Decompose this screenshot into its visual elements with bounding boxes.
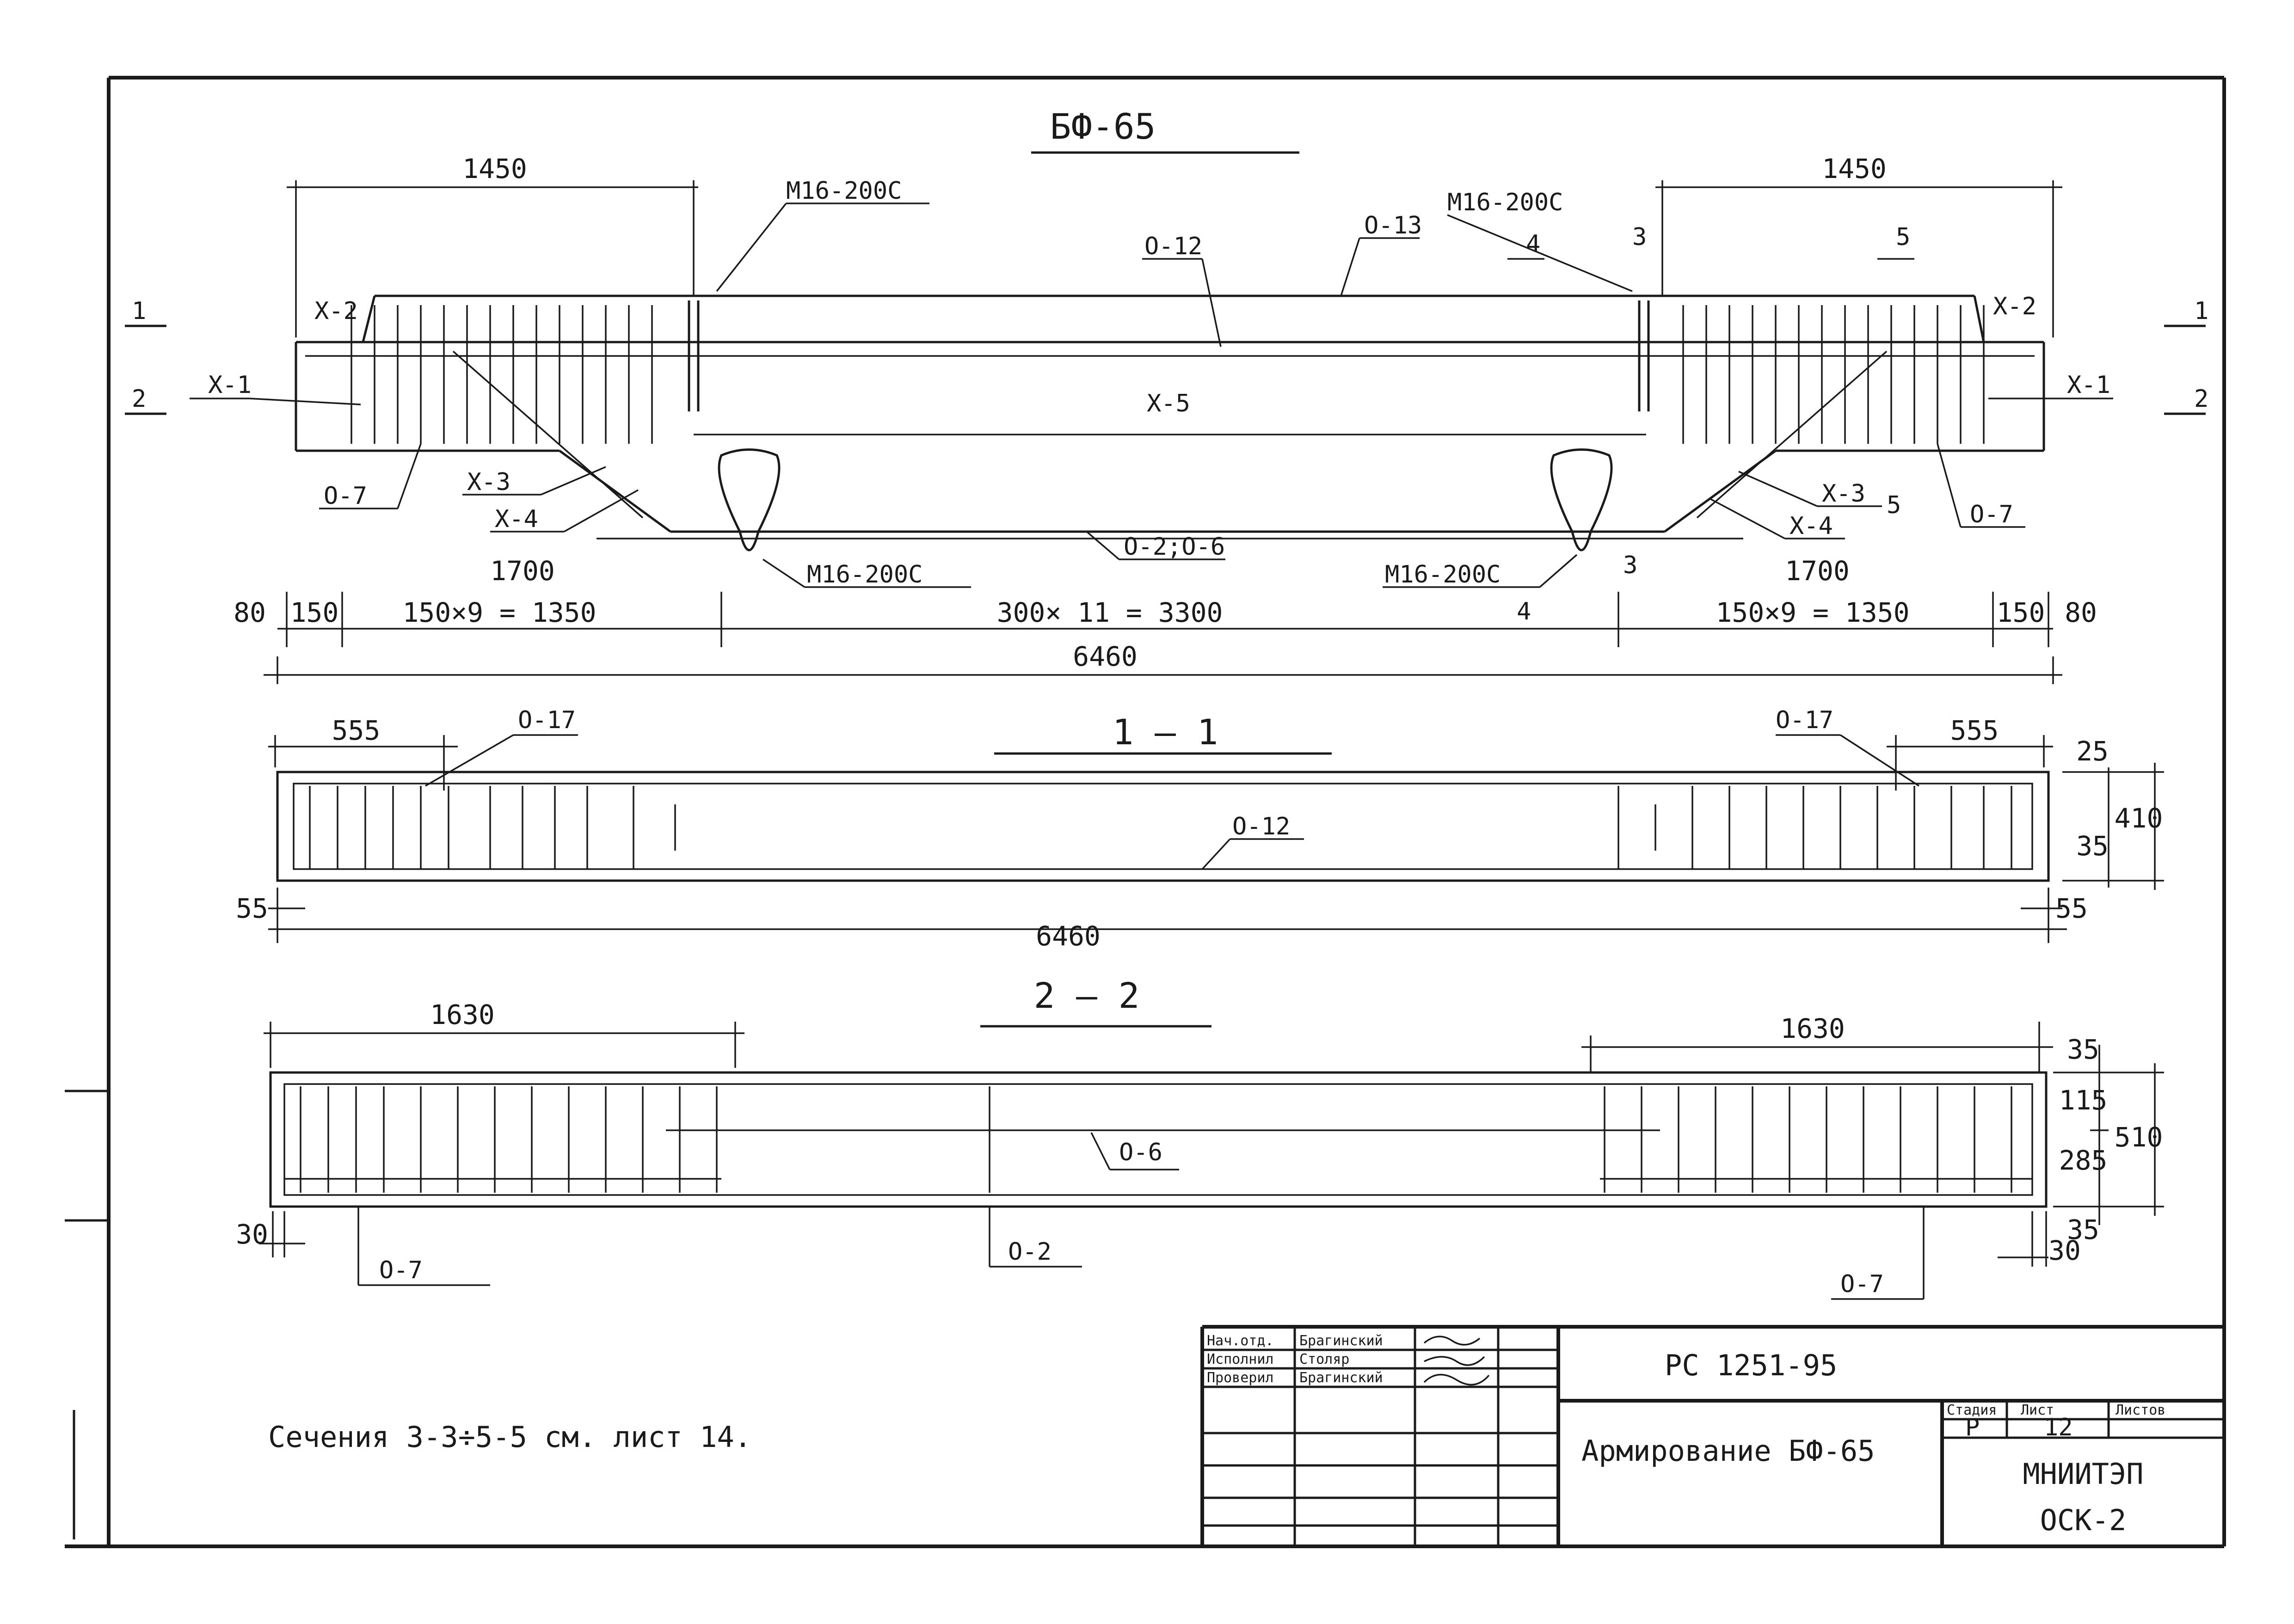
dim-1700-left: 1700 [490,555,555,587]
section-2-2: 2 — 2 [236,975,2164,1300]
dim-1700-right: 1700 [1785,555,1850,587]
tb-document-code: РС 1251-95 [1665,1348,1837,1382]
label-o2-o6: О-2;О-6 [1124,533,1225,561]
dim-30-right: 30 [2048,1235,2081,1266]
dim-total-6460: 6460 [1073,641,1138,672]
dim-span-right: 150×9 = 1350 [1716,597,1909,628]
section-mark-2-right: 2 [2194,385,2208,413]
stirrups-left [351,300,700,444]
label-x4-left: Х-4 [495,505,538,533]
sections-note: Сечения 3-3÷5-5 см. лист 14. [268,1420,751,1454]
tb-role-head: Нач.отд. [1207,1333,1274,1349]
dim-30-left: 30 [236,1219,268,1250]
section-mark-3-bottom: 3 [1623,552,1637,579]
label-x1-right: Х-1 [2067,371,2110,399]
tb-department: ОСК-2 [2040,1503,2127,1537]
dim-115: 115 [2059,1085,2108,1116]
sheet-frame [65,76,2226,1548]
label-o12-section: О-12 [1232,813,1290,840]
tb-header-sheets: Листов [2116,1402,2165,1418]
label-o2: О-2 [1008,1238,1052,1266]
title-block: Нач.отд. Исполнил Проверил Брагинский Ст… [1200,1325,2224,1546]
label-o13: О-13 [1364,212,1422,239]
tb-sheet-number: 12 [2044,1414,2073,1441]
section-mark-4-top: 4 [1526,230,1540,258]
dim-span-mid: 300× 11 = 3300 [997,597,1223,628]
tb-stage: Р [1965,1414,1980,1441]
dim-80-right: 80 [2065,597,2097,628]
section-mark-1-left: 1 [132,297,146,325]
label-anchor-bottom-left: М16-200С [807,561,923,588]
label-x3-left: Х-3 [467,468,510,496]
section-mark-5-top: 5 [1896,223,1910,251]
dim-55-left: 55 [236,893,268,924]
label-o6: О-6 [1119,1139,1162,1166]
dim-150-left: 150 [290,597,339,628]
signatures [1423,1336,1490,1386]
label-o17-right: О-17 [1776,706,1833,734]
label-anchor-top-left: М16-200С [786,177,902,205]
tb-organization: МНИИТЭП [2023,1457,2143,1491]
lifting-loop-right [1550,448,1613,552]
dim-55-right: 55 [2055,893,2088,924]
dim-285: 285 [2059,1145,2108,1176]
elevation-view: БФ-65 [125,106,2208,684]
section-1-1: 1 — 1 [236,706,2164,952]
label-o7-section-left: О-7 [379,1256,423,1284]
section-mark-1-right: 1 [2194,297,2208,325]
tb-role-executed: Исполнил [1207,1351,1274,1367]
lifting-loop-left [718,448,781,552]
section-mark-5-right: 5 [1887,491,1901,519]
tb-name-checked: Брагинский [1299,1370,1383,1386]
label-o12: О-12 [1144,233,1202,260]
dim-span-left: 150×9 = 1350 [402,597,596,628]
dim-410: 410 [2115,803,2163,834]
dim-150-right: 150 [1997,597,2045,628]
section-mark-2-left: 2 [132,385,146,413]
dim-35-section-1: 35 [2076,830,2109,862]
tb-sheet-title: Армирование БФ-65 [1581,1434,1875,1468]
dim-1450-right: 1450 [1822,153,1887,184]
label-x1-left: Х-1 [208,371,252,399]
label-x2-left: Х-2 [314,297,358,325]
section-mark-4-bottom: 4 [1517,598,1531,625]
tb-name-executed: Столяр [1299,1351,1349,1367]
tb-header-stage: Стадия [1947,1402,1997,1418]
dim-total-section-1: 6460 [1036,920,1101,952]
label-o7-section-right: О-7 [1840,1270,1884,1298]
section-2-2-title: 2 — 2 [1034,975,1140,1016]
dim-35-top: 35 [2067,1034,2099,1065]
label-anchor-top-right: М16-200С [1447,189,1563,216]
label-o7-left: О-7 [324,482,367,510]
dim-1630-left: 1630 [430,999,495,1030]
dim-555-left: 555 [332,715,381,746]
section-1-1-title: 1 — 1 [1113,711,1218,753]
dim-35-bottom: 35 [2067,1214,2099,1245]
stirrups-right [1638,300,1985,444]
drawing-title: БФ-65 [1050,106,1156,147]
label-x4-right: Х-4 [1790,512,1833,540]
tb-role-checked: Проверил [1207,1370,1274,1386]
label-x2-right: Х-2 [1993,293,2036,320]
label-x5: Х-5 [1147,390,1190,417]
dim-1630-right: 1630 [1780,1013,1845,1044]
dim-510: 510 [2115,1121,2163,1153]
dim-555-right: 555 [1950,715,1999,746]
section-mark-3-top: 3 [1632,223,1647,251]
dim-1450-left: 1450 [462,153,527,184]
dim-80-left: 80 [234,597,266,628]
tb-header-sheet: Лист [2021,1402,2054,1418]
label-x3-right: Х-3 [1822,480,1865,508]
tb-name-head: Брагинский [1299,1333,1383,1349]
label-o17-left: О-17 [518,706,576,734]
dim-25: 25 [2076,735,2109,767]
label-anchor-bottom-right: М16-200С [1385,561,1501,588]
label-o7-right: О-7 [1970,501,2013,528]
section-1-1-stirrups [309,786,2012,869]
section-2-2-stirrups [300,1086,2012,1193]
